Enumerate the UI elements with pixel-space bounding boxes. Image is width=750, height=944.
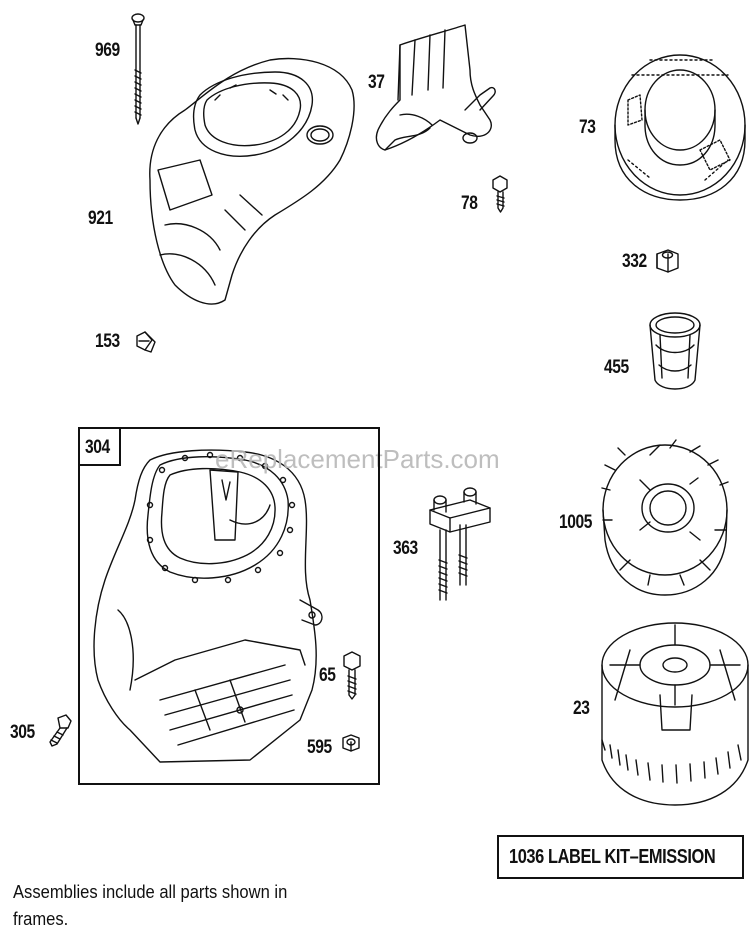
assembly-frame-tag: 304 [80, 429, 121, 466]
part-label-65: 65 [319, 665, 336, 686]
part-78-bolt-drawing [492, 175, 508, 213]
part-23-flywheel-drawing [601, 622, 749, 806]
part-label-78: 78 [461, 193, 478, 214]
label-kit-text: 1036 LABEL KIT–EMISSION [509, 846, 716, 868]
part-37-air-guide-drawing [375, 24, 496, 151]
assembly-frame-304: 304 [78, 427, 380, 785]
label-kit-box: 1036 LABEL KIT–EMISSION [497, 835, 744, 879]
part-label-455: 455 [604, 357, 629, 378]
part-label-23: 23 [573, 698, 590, 719]
part-label-595: 595 [307, 737, 332, 758]
part-65-bolt-drawing [343, 651, 361, 700]
watermark-text: eReplacementParts.com [215, 444, 500, 474]
part-363-bracket-drawing [429, 487, 491, 601]
part-153-screw-drawing [136, 331, 156, 353]
part-label-969: 969 [95, 40, 120, 61]
assemblies-footnote: Assemblies include all parts shown in fr… [13, 882, 288, 929]
part-label-1005: 1005 [559, 512, 593, 533]
part-label-73: 73 [579, 117, 596, 138]
part-1005-fan-drawing [601, 439, 729, 596]
part-304-blower-housing-drawing [93, 449, 323, 763]
part-label-363: 363 [393, 538, 418, 559]
part-595-nut-drawing [342, 734, 360, 752]
part-305-screw-drawing [49, 714, 72, 747]
part-label-304: 304 [85, 437, 110, 458]
part-73-rotating-screen-drawing [614, 54, 746, 201]
part-label-305: 305 [10, 722, 35, 743]
part-label-332: 332 [622, 251, 647, 272]
part-921-blower-housing-drawing [149, 57, 355, 305]
part-332-nut-drawing [656, 249, 679, 273]
part-969-screw-drawing [131, 13, 145, 125]
part-label-921: 921 [88, 208, 113, 229]
part-455-cup-drawing [649, 312, 701, 390]
part-label-37: 37 [368, 72, 385, 93]
part-label-153: 153 [95, 331, 120, 352]
